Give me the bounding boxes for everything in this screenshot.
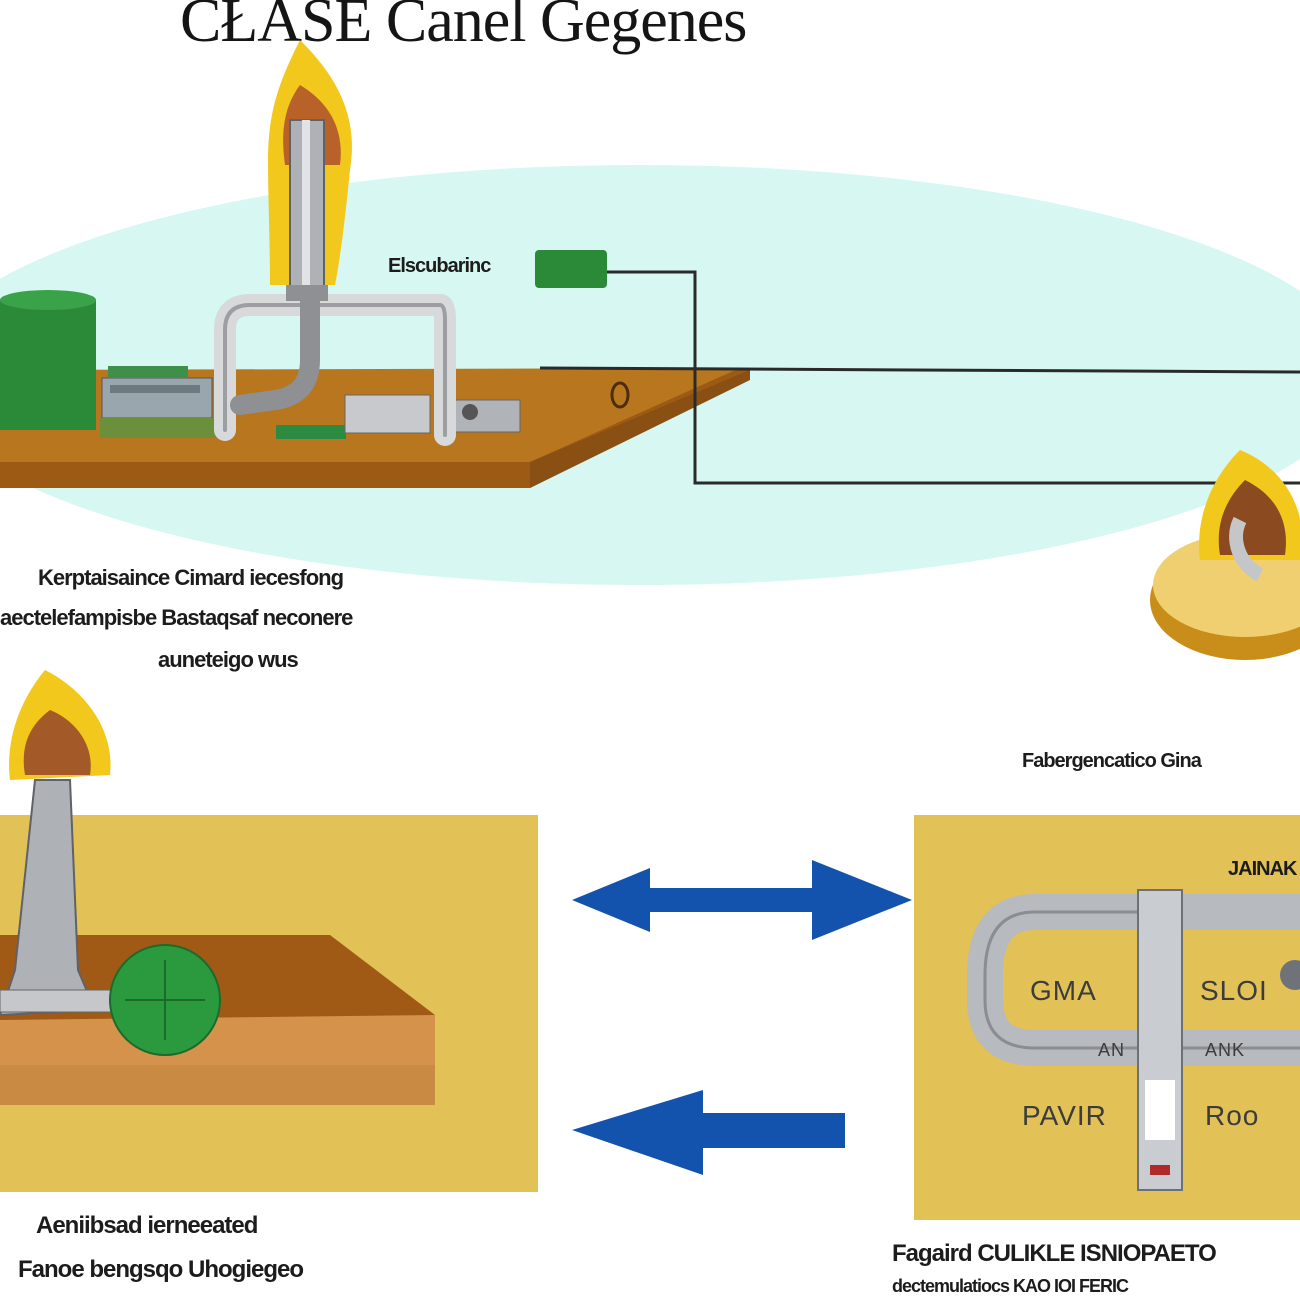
- left-arrow: [572, 1090, 845, 1175]
- meter-label: Elscubarinc: [388, 255, 491, 277]
- panel-label-pavir: PAVIR: [1022, 1100, 1107, 1131]
- top-caption-line-3: auneteigo wus: [158, 647, 299, 672]
- top-scene: [0, 40, 1300, 660]
- page-title: CŁASE Canel Gegenes: [180, 0, 747, 55]
- bottom-right-panel: [914, 815, 1300, 1220]
- double-arrow: [572, 860, 912, 940]
- bottom-left-caption-line-2: Fanoe bengsqo Uhogiegeo: [18, 1256, 304, 1283]
- corner-label: JAINAK: [1228, 858, 1297, 880]
- equipment-block: [100, 366, 521, 439]
- bottom-left-panel: [0, 670, 538, 1192]
- top-caption-line-1: Kerptaisaince Cimard iecesfong: [38, 565, 344, 590]
- bottom-right-caption-line-2: dectemulatiocs KAO IOI FERIC: [892, 1276, 1129, 1296]
- burner-stack: [268, 40, 352, 301]
- panel-label-an: AN: [1098, 1040, 1126, 1060]
- pipe-network: [214, 280, 456, 446]
- storage-tank: [0, 290, 96, 430]
- top-caption-line-2: aectelefampisbe Bastaqsaf neconere: [0, 605, 353, 630]
- panel-label-gma: GMA: [1030, 975, 1097, 1006]
- meter-box: [535, 250, 607, 288]
- bottom-right-caption-line-1: Fagaird CULIKLE ISNIOPAETO: [892, 1240, 1217, 1267]
- bottom-right-header: Fabergencatico Gina: [1022, 750, 1202, 772]
- right-burner: [1150, 450, 1300, 660]
- bottom-left-caption-line-1: Aeniibsad ierneeated: [36, 1212, 258, 1239]
- platform-gauge: [610, 381, 630, 409]
- panel-label-sloi: SLOI: [1200, 975, 1268, 1006]
- panel-label-ank: ANK: [1205, 1040, 1246, 1060]
- meter-wires: [539, 270, 1300, 485]
- panel-label-roo: Roo: [1205, 1100, 1260, 1131]
